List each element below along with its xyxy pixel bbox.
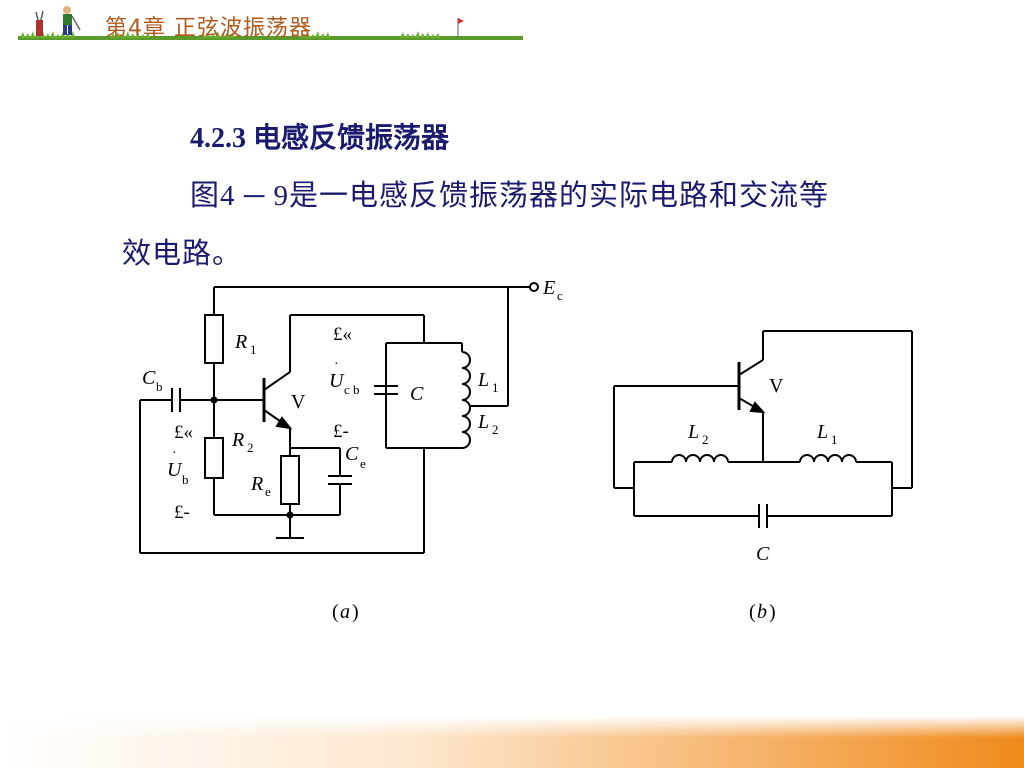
ucb-dot: · [334, 357, 339, 372]
label-plus-left: £« [174, 422, 193, 443]
label-r2-sub: 2 [247, 440, 254, 455]
circuit-b [613, 330, 913, 528]
inductor-l2-b [671, 454, 729, 463]
label-re-sub: e [265, 484, 271, 499]
golf-bag-icon [35, 10, 44, 36]
label-r1: R [234, 331, 247, 353]
label-plus-top: £« [333, 324, 352, 345]
label-ub-sub: b [182, 472, 189, 487]
label-l2-sub: 2 [492, 422, 499, 437]
label-l2: L [477, 411, 489, 433]
label-v-a: V [291, 391, 306, 413]
label-ucb-sub: c b [344, 382, 360, 397]
resistor-r1 [204, 314, 224, 364]
label-ec: E [542, 277, 555, 299]
ec-terminal [529, 282, 539, 292]
label-r2: R [231, 429, 244, 451]
label-ucb: U [329, 370, 345, 392]
label-r1-sub: 1 [250, 342, 257, 357]
label-minus-top: £- [333, 421, 349, 442]
label-ec-sub: c [557, 288, 563, 303]
resistor-r2 [204, 437, 224, 479]
chapter-title: 第4章 正弦波振荡器 [105, 16, 312, 41]
label-l1-b-sub: 1 [831, 432, 838, 447]
label-ce: C [345, 443, 359, 465]
ub-dot: · [172, 446, 177, 461]
label-l2-b: L [687, 421, 699, 443]
paragraph-line-2: 效电路。 [122, 238, 243, 270]
inductor-l1-b [799, 454, 857, 463]
label-minus-left: £- [174, 502, 190, 523]
label-ce-sub: e [360, 456, 366, 471]
header-decoration [18, 6, 523, 40]
caption-b-open: ( [749, 601, 756, 623]
circuit-a [139, 282, 539, 554]
resistor-re [280, 455, 300, 505]
caption-b-close: ) [769, 601, 776, 623]
label-c-tank: C [410, 383, 424, 405]
label-ub: U [167, 459, 183, 481]
section-title: 4.2.3 电感反馈振荡器 [190, 123, 450, 154]
label-l2-b-sub: 2 [702, 432, 709, 447]
label-c-b: C [756, 543, 770, 565]
slide-header: 第4章 正弦波振荡器 [0, 0, 1024, 48]
golfer-icon [63, 6, 81, 35]
label-re: R [250, 473, 263, 495]
caption-b-letter: b [757, 601, 767, 623]
label-l1: L [477, 369, 489, 391]
footer-decoration [0, 716, 1024, 768]
label-cb-sub: b [156, 379, 163, 394]
caption-a-close: ) [352, 601, 359, 623]
caption-a-letter: a [340, 601, 350, 623]
flag-icon [457, 18, 464, 38]
inductor-l1-l2 [461, 351, 471, 449]
label-v-b: V [769, 375, 784, 397]
label-l1-b: L [816, 421, 828, 443]
caption-a-open: ( [332, 601, 339, 623]
label-cb: C [142, 367, 156, 389]
paragraph-line-1: 图4 ─ 9是一电感反馈振荡器的实际电路和交流等 [190, 180, 830, 212]
label-l1-sub: 1 [492, 380, 499, 395]
